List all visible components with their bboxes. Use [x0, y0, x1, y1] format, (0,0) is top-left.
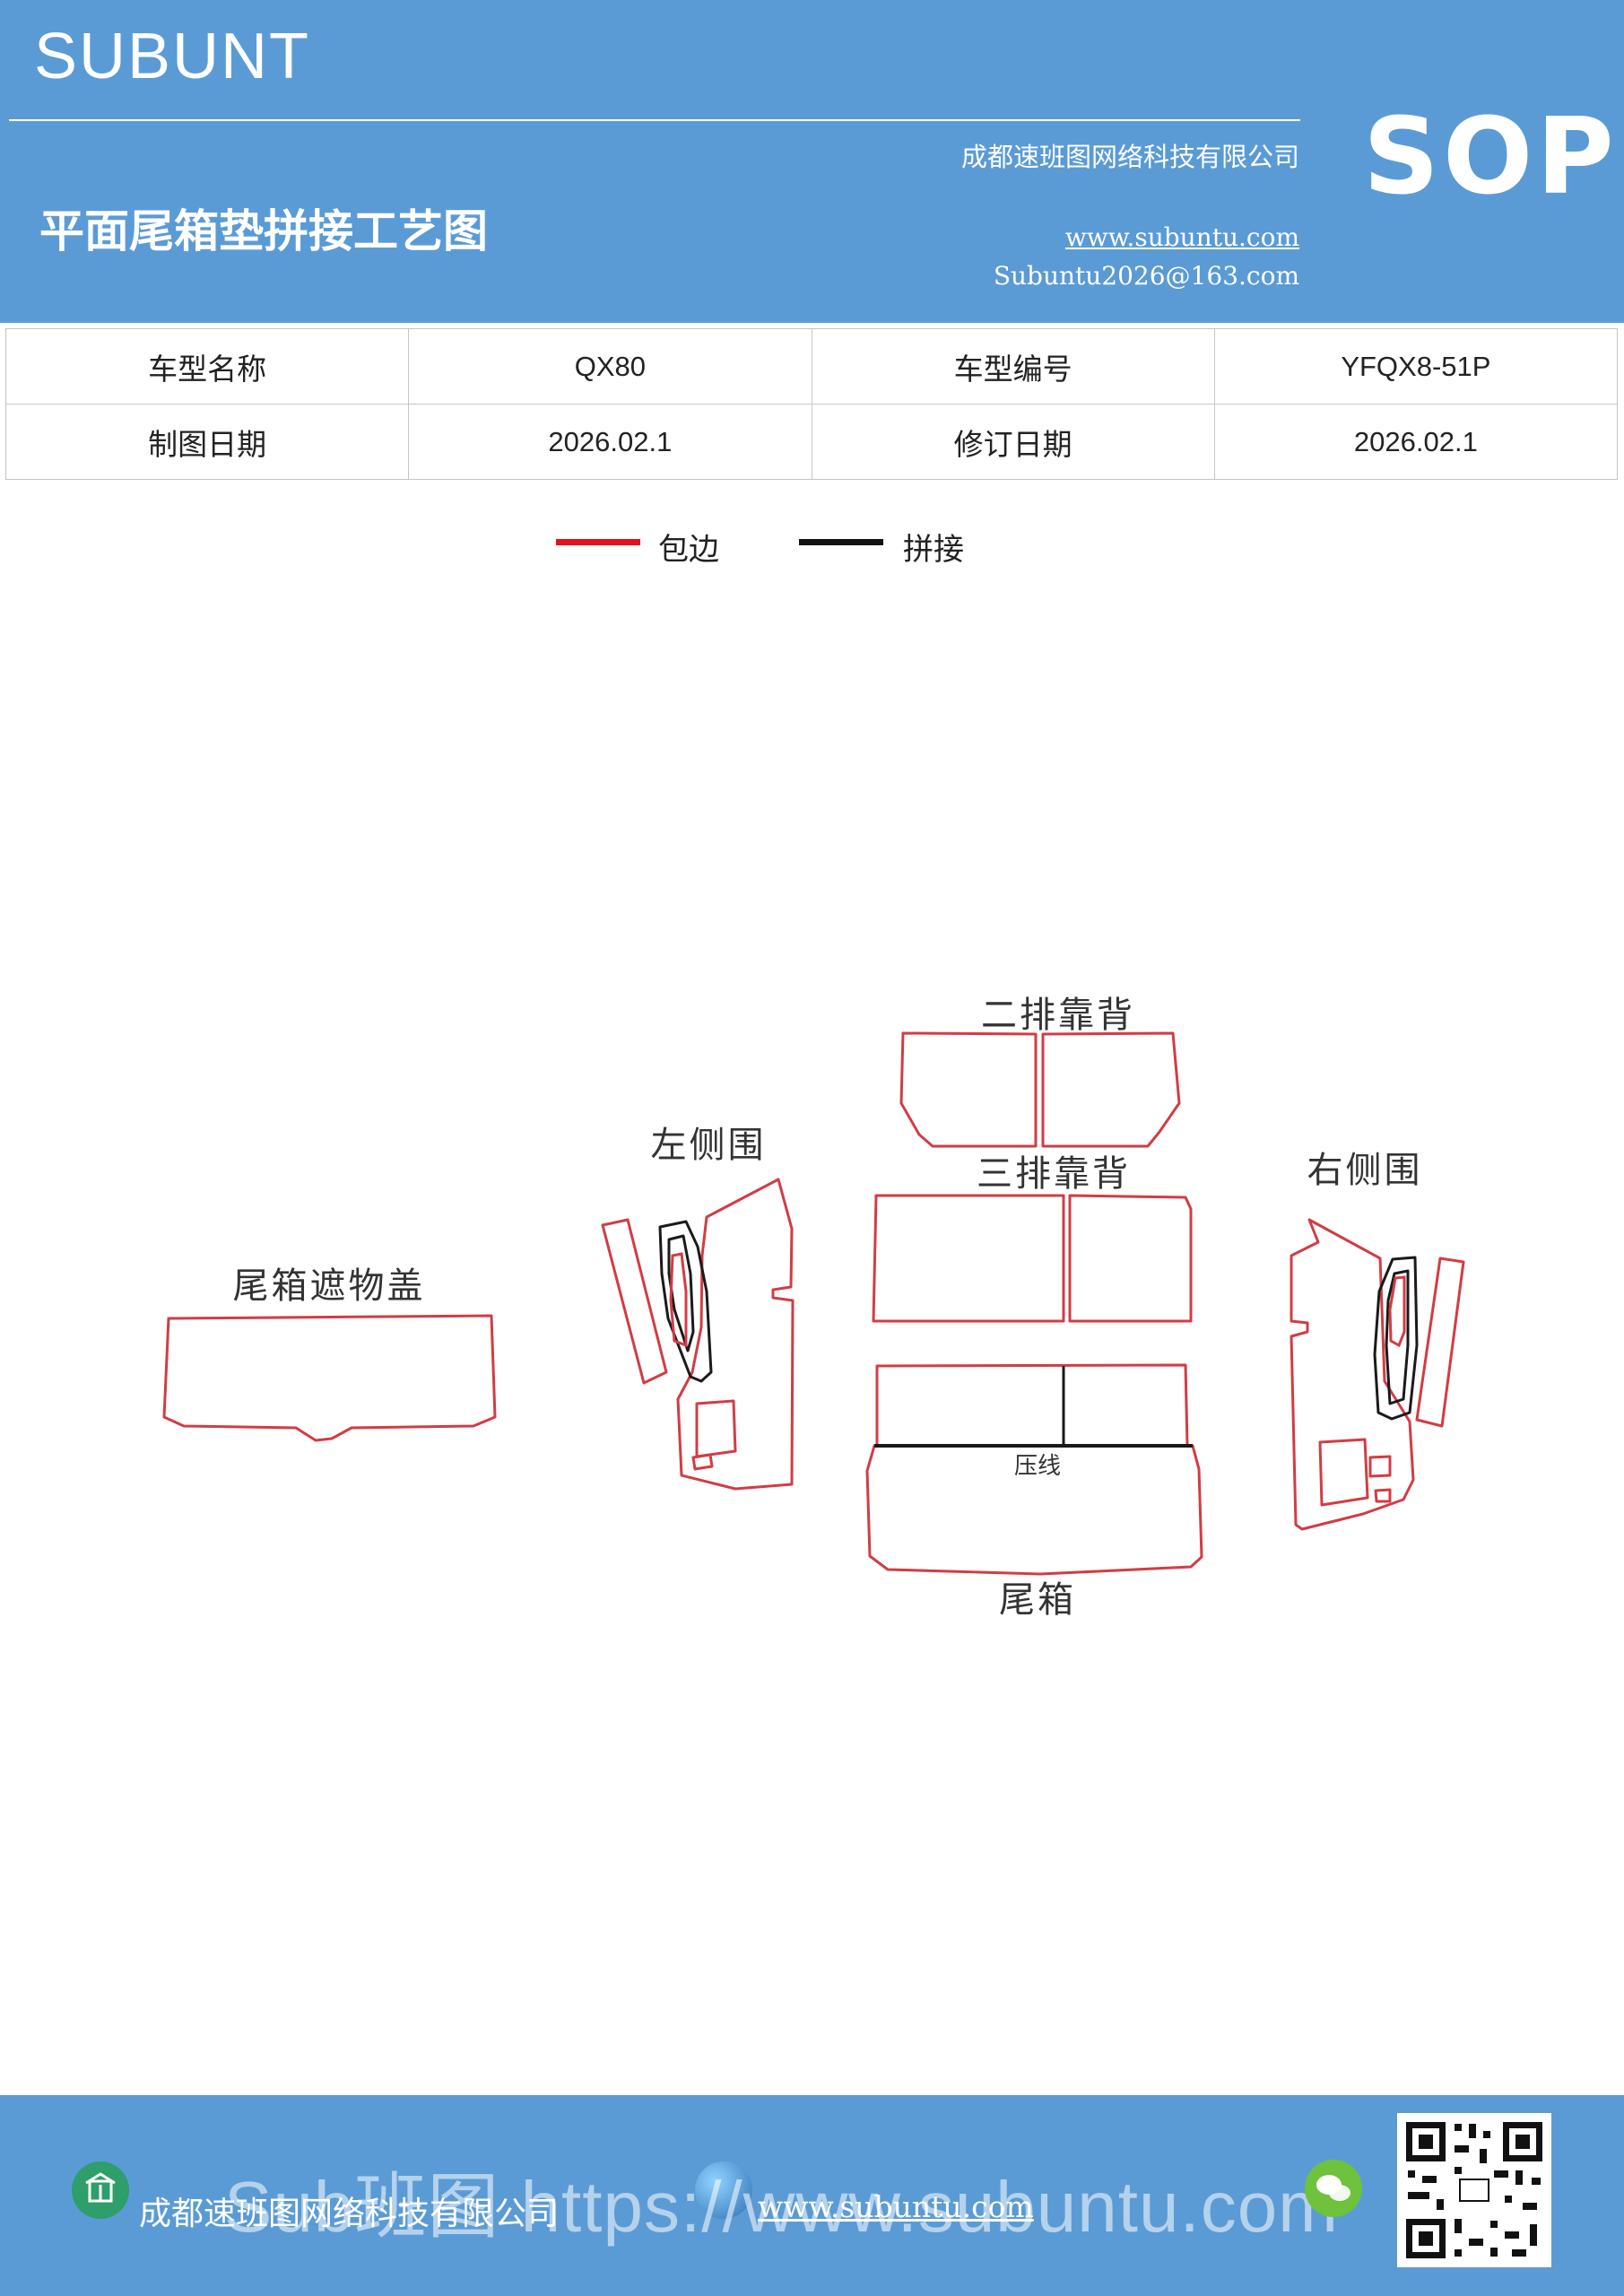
model-code-label: 车型编号 [811, 328, 1215, 404]
sop-label: SOP [1363, 94, 1618, 218]
trunk-mat-lower [865, 1444, 1203, 1576]
brand-name: SUBUNT [34, 21, 311, 92]
left-side-panel [676, 1178, 795, 1491]
right-side-pocket [1318, 1438, 1369, 1507]
table-row: 制图日期 2026.02.1 修订日期 2026.02.1 [4, 404, 1619, 480]
footer-watermark-text: Sub班图 https://www.subuntu.com [224, 2167, 1339, 2247]
wrap-legend-swatch [556, 539, 640, 545]
draw-date-label: 制图日期 [4, 404, 410, 480]
company-building-icon [72, 2161, 129, 2219]
right-side-trim-outer [1373, 1256, 1419, 1421]
vehicle-info-table: 车型名称 QX80 车型编号 YFQX8-51P 制图日期 2026.02.1 … [4, 328, 1619, 480]
globe-icon [695, 2161, 752, 2219]
mat-layout-diagram: 尾箱遮物盖 左侧围 二排靠背 三排靠背 右侧围 压线 尾箱 [162, 995, 1465, 1621]
trunk-label: 尾箱 [999, 1579, 1076, 1621]
second-row-back-left [899, 1031, 1038, 1148]
right-side-strip [1415, 1257, 1465, 1428]
legend: 包边 拼接 [0, 525, 1624, 570]
wrap-legend-label: 包边 [658, 532, 719, 568]
wechat-icon[interactable] [1305, 2160, 1362, 2217]
document-title: 平面尾箱垫拼接工艺图 [39, 205, 488, 257]
revise-date-label: 修订日期 [811, 404, 1215, 480]
draw-date-value: 2026.02.1 [408, 404, 812, 480]
left-side-trim-inner [667, 1234, 695, 1352]
qr-code [1397, 2113, 1551, 2267]
cargo-cover-piece [162, 1314, 497, 1442]
second-row-back-right [1041, 1031, 1181, 1148]
footer-company-name: 成都速班图网络科技有限公司 [139, 2196, 560, 2232]
right-side-slot-a [1368, 1455, 1392, 1478]
press-line-label: 压线 [1014, 1453, 1061, 1480]
splice-legend-swatch [799, 539, 883, 545]
model-name-label: 车型名称 [4, 328, 410, 404]
third-row-back-right [1068, 1194, 1193, 1323]
left-side-pocket [695, 1399, 737, 1458]
splice-legend-label: 拼接 [903, 532, 964, 568]
contact-email[interactable]: Subuntu2026@163.com [993, 261, 1299, 291]
right-side-trim-inner [1385, 1269, 1410, 1405]
right-side-slot-b [1374, 1488, 1392, 1503]
left-side-trim-outer [658, 1220, 713, 1383]
model-name-value: QX80 [408, 328, 812, 404]
footer-website-link[interactable]: www.subuntu.com [758, 2189, 1034, 2224]
third-row-back-left [872, 1194, 1065, 1323]
cargo-cover-label: 尾箱遮物盖 [233, 1265, 426, 1307]
right-side-panel [1290, 1218, 1415, 1531]
header-banner: SUBUNT 成都速班图网络科技有限公司 平面尾箱垫拼接工艺图 www.subu… [0, 0, 1624, 323]
third-row-back-label: 三排靠背 [977, 1153, 1131, 1195]
left-side-slot [691, 1453, 714, 1471]
company-name: 成都速班图网络科技有限公司 [960, 142, 1299, 172]
second-row-back-label: 二排靠背 [981, 995, 1135, 1036]
trunk-mat-upper [875, 1363, 1189, 1448]
model-code-value: YFQX8-51P [1213, 328, 1619, 404]
right-side-label: 右侧围 [1307, 1150, 1423, 1191]
right-side-window [1388, 1275, 1406, 1348]
header-divider [9, 119, 1300, 121]
left-side-window [669, 1252, 688, 1348]
footer-banner: 成都速班图网络科技有限公司 www.subuntu.com Sub班图 http… [0, 2095, 1624, 2296]
left-side-label: 左侧围 [651, 1125, 767, 1166]
revise-date-value: 2026.02.1 [1213, 404, 1619, 480]
website-link[interactable]: www.subuntu.com [1064, 222, 1299, 252]
table-row: 车型名称 QX80 车型编号 YFQX8-51P [4, 328, 1619, 404]
left-side-strip [601, 1218, 668, 1385]
